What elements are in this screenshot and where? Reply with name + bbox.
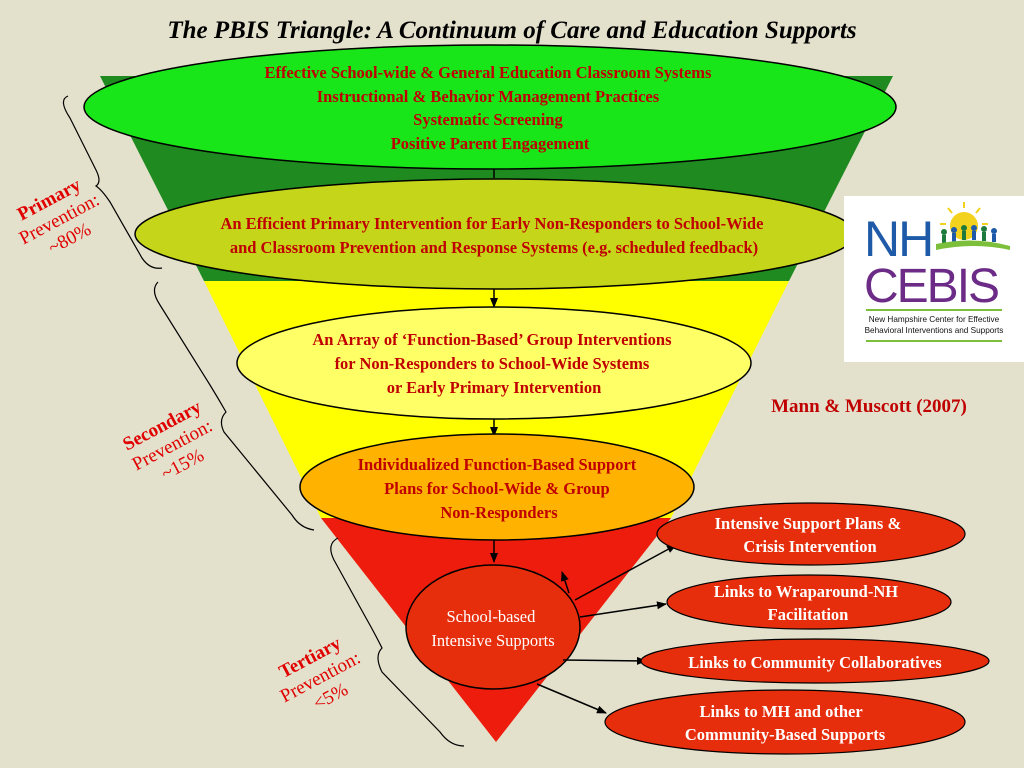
- link-3-oval: [640, 638, 990, 684]
- secondary-brace: [153, 281, 315, 531]
- arrow-to-link-3: [562, 656, 647, 665]
- slide-title: The PBIS Triangle: A Continuum of Care a…: [167, 17, 856, 44]
- link-1-text: Intensive Support Plans & Crisis Interve…: [715, 514, 906, 556]
- level-1-text: Effective School-wide & General Educatio…: [264, 63, 715, 153]
- logo-nh: NH: [864, 211, 932, 267]
- arrow-to-link-1-return: [561, 571, 570, 594]
- link-2-text: Links to Wraparound-NH Facilitation: [714, 582, 902, 624]
- primary-brace: [62, 95, 163, 269]
- sun-rays-icon: [940, 202, 988, 225]
- arrow-to-link-2: [579, 601, 667, 618]
- logo-subtitle-1: New Hampshire Center for Effective: [869, 315, 1000, 324]
- level-4-oval: [299, 433, 695, 541]
- arrow-to-link-4: [536, 683, 607, 714]
- nh-cebis-logo: NH CEBIS New Hampshire Center for Effect…: [844, 196, 1024, 362]
- core-text: School-based Intensive Supports: [431, 607, 554, 650]
- link-3-text: Links to Community Collaboratives: [688, 653, 942, 672]
- level-3-oval: [236, 306, 752, 420]
- level-4-text: Individualized Function-Based Support Pl…: [358, 455, 641, 522]
- people-figures-icon: [941, 225, 997, 243]
- link-4-oval: [604, 689, 966, 755]
- link-1-oval: [656, 502, 966, 566]
- nh-cebis-logo-graphic: NH CEBIS New Hampshire Center for Effect…: [864, 202, 1010, 342]
- level-1-oval: [83, 44, 897, 170]
- logo-cebis: CEBIS: [864, 260, 998, 313]
- core-oval: [405, 564, 581, 690]
- citation: Mann & Muscott (2007): [771, 396, 967, 417]
- level-3-text: An Array of ‘Function-Based’ Group Inter…: [312, 330, 675, 397]
- level-2-oval: [134, 178, 856, 290]
- link-4-text: Links to MH and other Community-Based Su…: [685, 702, 886, 744]
- logo-subtitle-2: Behavioral Interventions and Supports: [865, 326, 1004, 335]
- green-hill-icon: [936, 240, 1010, 250]
- level-2-text: An Efficient Primary Intervention for Ea…: [220, 214, 767, 257]
- arrow-to-link-1: [574, 544, 677, 601]
- tertiary-brace: [330, 537, 465, 747]
- link-2-oval: [666, 574, 952, 630]
- tertiary-tier-label: Tertiary Prevention: <5%: [276, 633, 364, 715]
- secondary-tier-label: Secondary Prevention: ~15%: [119, 396, 216, 484]
